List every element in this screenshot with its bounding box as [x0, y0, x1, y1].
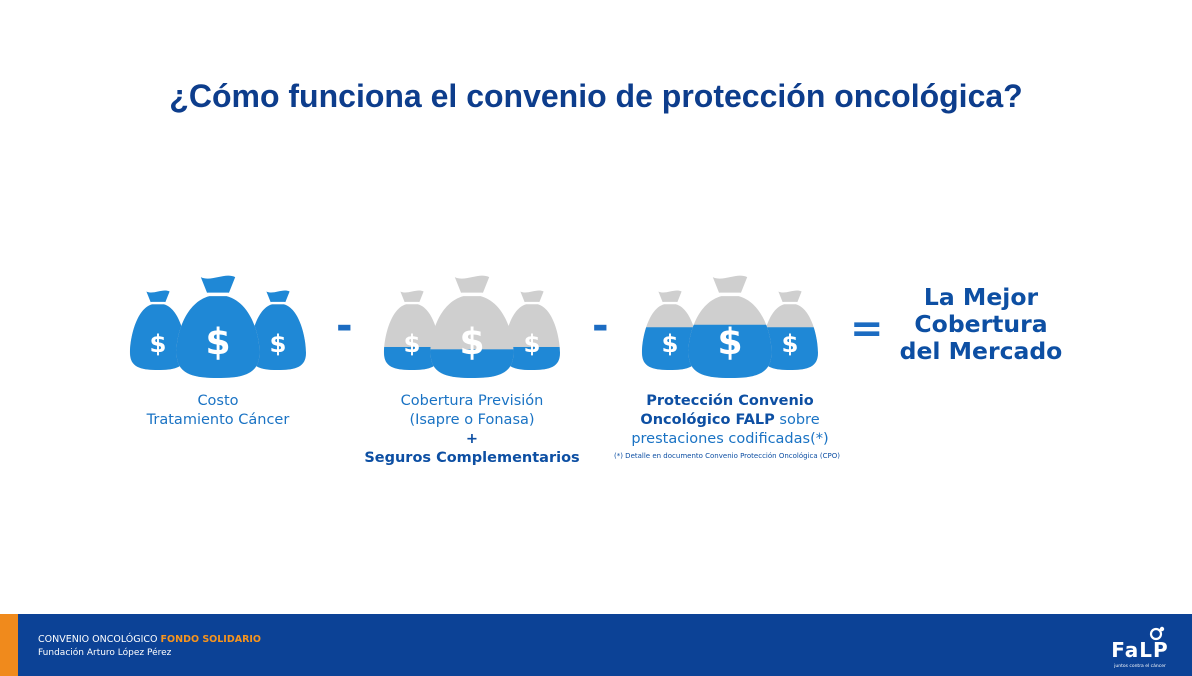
plus-sign: +	[465, 431, 479, 447]
falp-group: $ $ $	[640, 270, 820, 380]
result-line-2: Cobertura	[914, 310, 1048, 338]
money-bag-right: $	[504, 290, 560, 370]
money-bag-center: $	[176, 275, 260, 378]
page-title: ¿Cómo funciona el convenio de protección…	[169, 78, 1023, 114]
money-bags-icon: $ $ $	[130, 275, 306, 378]
falp-caption-line-3: prestaciones codificadas(*)	[631, 431, 829, 447]
money-bag-center: $	[688, 275, 772, 378]
footer-program-highlight: FONDO SOLIDARIO	[160, 634, 262, 645]
cost-caption: Costo Tratamiento Cáncer	[128, 392, 308, 430]
falp-logo: FaLP juntos contra el cáncer	[1111, 626, 1168, 669]
result-text: La Mejor Cobertura del Mercado	[896, 284, 1066, 365]
falp-caption-line-2: Oncológico FALP	[640, 412, 775, 428]
insurance-caption: Seguros Complementarios	[364, 450, 580, 466]
footer-program-text: CONVENIO ONCOLÓGICO	[38, 634, 161, 645]
minus-operator-1: -	[336, 303, 353, 349]
minus-operator-2: -	[592, 303, 609, 349]
dollar-symbol: $	[524, 329, 541, 358]
falp-logo-wordmark: FaLP	[1111, 638, 1168, 662]
dollar-symbol: $	[404, 329, 421, 358]
footer-accent	[0, 614, 18, 676]
coverage-group: $ $ $	[382, 270, 562, 380]
footer-program: CONVENIO ONCOLÓGICO FONDO SOLIDARIO	[38, 634, 261, 645]
dollar-symbol: $	[717, 321, 742, 364]
dollar-symbol: $	[270, 329, 287, 358]
falp-caption-tail: sobre	[774, 412, 820, 428]
coverage-caption-line-1: Cobertura Previsión	[400, 393, 544, 409]
cost-caption-line-2: Tratamiento Cáncer	[146, 412, 290, 428]
footer-foundation: Fundación Arturo López Pérez	[38, 648, 172, 658]
falp-logo-tagline: juntos contra el cáncer	[1113, 662, 1166, 669]
result-line-3: del Mercado	[899, 337, 1063, 365]
cost-group: $ $ $	[128, 270, 308, 380]
result-line-1: La Mejor	[923, 283, 1039, 311]
falp-footnote: (*) Detalle en documento Convenio Protec…	[614, 452, 840, 460]
dollar-symbol: $	[459, 321, 484, 364]
footer-bar: CONVENIO ONCOLÓGICO FONDO SOLIDARIO Fund…	[0, 614, 1192, 676]
money-bag-center: $	[430, 275, 514, 378]
cost-caption-line-1: Costo	[197, 393, 239, 409]
dollar-symbol: $	[205, 321, 230, 364]
money-bags-icon: $ $ $	[642, 275, 818, 378]
falp-caption-line-1: Protección Convenio	[646, 393, 814, 409]
coverage-caption-line-2: (Isapre o Fonasa)	[409, 412, 535, 428]
equals-operator: =	[850, 306, 884, 352]
dollar-symbol: $	[782, 329, 799, 358]
money-bags-icon: $ $ $	[384, 275, 560, 378]
dollar-symbol: $	[150, 329, 167, 358]
dollar-symbol: $	[662, 329, 679, 358]
money-bag-left: $	[384, 290, 440, 370]
falp-caption: Protección Convenio Oncológico FALP sobr…	[610, 392, 850, 449]
coverage-caption: Cobertura Previsión (Isapre o Fonasa) + …	[352, 392, 592, 468]
